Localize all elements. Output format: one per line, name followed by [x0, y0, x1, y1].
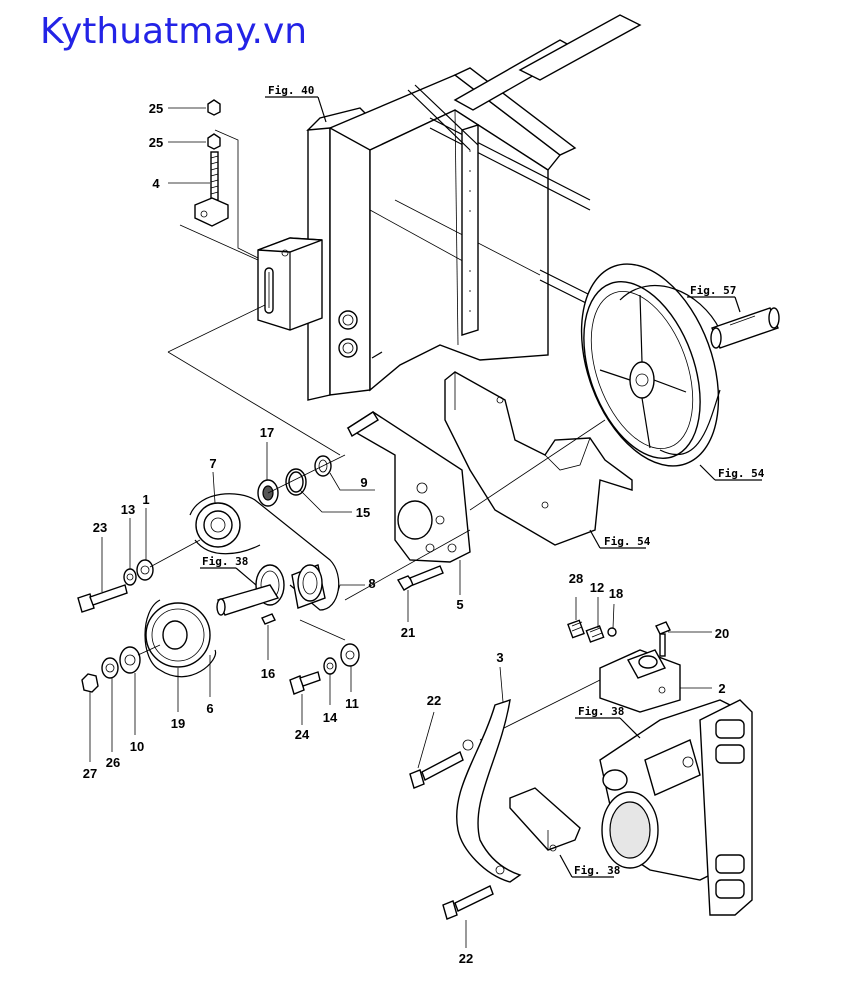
bolt-and-nuts-top	[194, 99, 229, 227]
bracket-2	[479, 649, 681, 741]
part-label-11: 11	[345, 696, 359, 711]
fig-ref-57: Fig. 57	[690, 284, 736, 297]
part-label-13: 13	[121, 502, 135, 517]
small-bracket-fig38	[509, 787, 581, 852]
part-label-25a: 25	[149, 101, 163, 116]
shaft-fig57	[710, 307, 780, 349]
part-label-27: 27	[83, 766, 97, 781]
belt-cover	[444, 371, 633, 546]
part-label-20: 20	[715, 626, 729, 641]
part-label-18: 18	[609, 586, 623, 601]
part-label-16: 16	[261, 666, 275, 681]
part-label-3: 3	[496, 650, 503, 665]
lever-arm	[456, 698, 522, 883]
part-label-5: 5	[456, 597, 463, 612]
figure-refs: Fig. 40 Fig. 57 Fig. 54 Fig. 54 Fig. 38 …	[200, 84, 765, 878]
part-label-10: 10	[130, 739, 144, 754]
part-label-22a: 22	[427, 693, 441, 708]
fig-ref-38-bracket: Fig. 38	[574, 864, 620, 877]
part-label-25b: 25	[149, 135, 163, 150]
fig-ref-40: Fig. 40	[268, 84, 314, 97]
bearing-group	[257, 454, 346, 507]
part-label-28: 28	[569, 571, 583, 586]
site-title: Kythuatmay.vn	[40, 11, 307, 52]
part-label-7: 7	[209, 456, 216, 471]
spring-group	[567, 619, 671, 657]
part-label-12: 12	[590, 580, 604, 595]
part-label-1: 1	[142, 492, 149, 507]
bolt-washer-left	[77, 539, 201, 613]
housing-fig38	[599, 699, 753, 916]
part-label-15: 15	[356, 505, 370, 520]
fig-ref-38-housing: Fig. 38	[578, 705, 624, 718]
belt-pulley	[580, 263, 761, 467]
part-label-2: 2	[718, 681, 725, 696]
bolt-washer-right	[289, 619, 360, 695]
part-label-9: 9	[360, 475, 367, 490]
part-label-26: 26	[106, 755, 120, 770]
chain-assembly	[144, 493, 340, 678]
part-leaders	[89, 107, 712, 948]
part-numbers: 25 25 4 1 13 23 7 17 9 15 8 5 21 16 6 19…	[83, 101, 729, 966]
bolt-21	[396, 565, 444, 591]
fig-ref-38-sprocket: Fig. 38	[202, 555, 248, 568]
part-label-22b: 22	[459, 951, 473, 966]
part-label-17: 17	[260, 425, 274, 440]
part-label-4: 4	[152, 176, 160, 191]
fig-ref-54-cover: Fig. 54	[604, 535, 651, 548]
part-label-19: 19	[171, 716, 185, 731]
part-label-21: 21	[401, 625, 415, 640]
bolts-22	[409, 751, 494, 920]
assembly-leaders-top	[167, 129, 341, 456]
part-label-24: 24	[295, 727, 310, 742]
main-frame	[257, 14, 642, 401]
fig-ref-54-pulley: Fig. 54	[718, 467, 765, 480]
mounting-plate	[346, 411, 471, 563]
part-label-8: 8	[368, 576, 375, 591]
part-label-6: 6	[206, 701, 213, 716]
nut-washer-group	[81, 644, 161, 693]
part-label-14: 14	[323, 710, 338, 725]
part-label-23: 23	[93, 520, 107, 535]
